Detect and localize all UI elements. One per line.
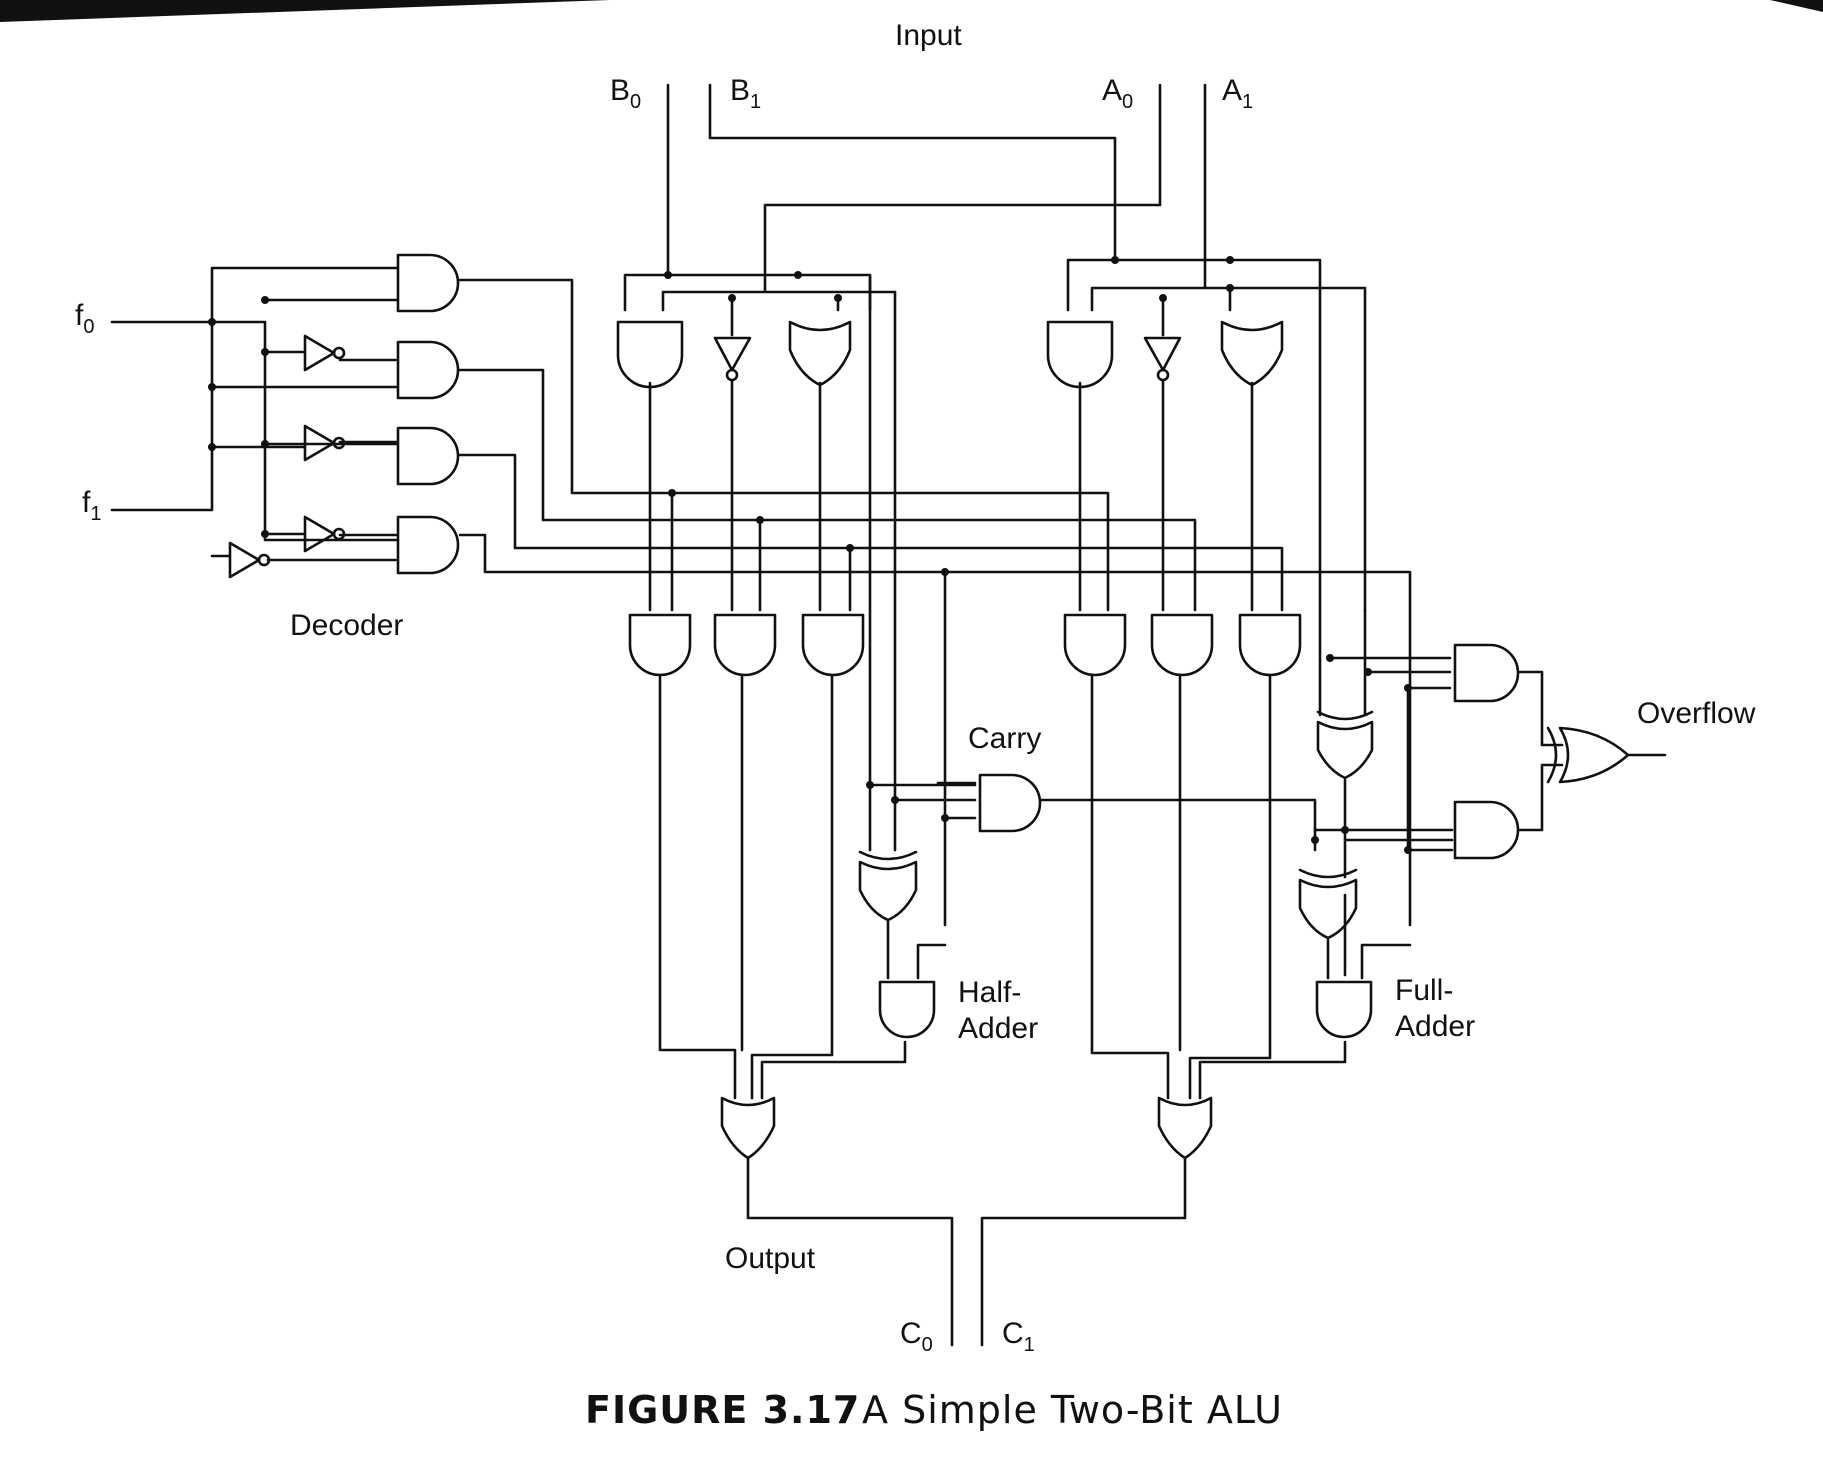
- decoder-not-gate-2: [303, 424, 336, 462]
- logic-gates: [228, 253, 1630, 1160]
- signal-b1-label: B1: [730, 74, 761, 113]
- decoder-not-bubble-2: [332, 436, 346, 450]
- decoder-and-gate-4: [396, 515, 460, 575]
- half-adder-xor-arc: [858, 850, 918, 861]
- half-adder-label-line1: Half-: [958, 976, 1021, 1009]
- half-adder-xor-gate: [858, 860, 918, 922]
- full-adder-xor-arc-2: [1298, 868, 1358, 879]
- decoder-and-gate-3: [396, 426, 460, 486]
- decoder-label: Decoder: [290, 609, 403, 642]
- labels: Input B0 B1 A0 A1 f0 f1 Decoder Carry Ov…: [75, 19, 1756, 1432]
- carry-and-gate: [978, 773, 1042, 833]
- decoder-not-bubble-1: [332, 346, 346, 360]
- half-adder-and-gate: [878, 980, 936, 1039]
- bit1-select-and-gate-3: [1238, 613, 1302, 677]
- full-adder-label-line1: Full-: [1395, 974, 1453, 1007]
- output-or-gate-bit1: [1157, 1096, 1213, 1160]
- bit1-or-gate: [1220, 320, 1284, 387]
- scan-edge-top-right: [1770, 0, 1823, 12]
- overflow-and-gate-2: [1453, 800, 1520, 860]
- signal-b0-label: B0: [610, 74, 641, 113]
- signal-c1-label: C1: [1002, 1317, 1035, 1356]
- output-or-gate-bit0: [720, 1096, 776, 1160]
- signal-f0-label: f0: [75, 299, 94, 338]
- bit1-select-and-gate-2: [1150, 613, 1214, 677]
- full-adder-xor-gate-2: [1298, 878, 1358, 940]
- decoder-not-bubble-4: [257, 553, 271, 567]
- carry-label: Carry: [968, 722, 1041, 755]
- figure-number: FIGURE 3.17: [585, 1388, 860, 1432]
- bit0-select-and-gate-1: [628, 613, 692, 677]
- decoder-not-bubble-3: [332, 527, 346, 541]
- bit1-and-gate: [1046, 320, 1114, 389]
- full-adder-xor-gate-1: [1316, 720, 1374, 780]
- decoder-and-gate-1: [396, 253, 460, 313]
- wires: [110, 83, 1667, 1347]
- scan-edge-top-left: [0, 0, 610, 22]
- full-adder-and-gate: [1315, 980, 1373, 1039]
- bit1-not-bubble: [1156, 368, 1170, 382]
- bit0-select-and-gate-3: [801, 613, 865, 677]
- overflow-and-gate-1: [1453, 643, 1520, 703]
- bit0-not-bubble: [725, 368, 739, 382]
- bit1-select-and-gate-1: [1063, 613, 1127, 677]
- decoder-not-gate-3: [303, 515, 336, 553]
- output-label: Output: [725, 1242, 816, 1275]
- figure-title: A Simple Two-Bit ALU: [862, 1388, 1283, 1432]
- decoder-not-gate-1: [303, 334, 336, 372]
- overflow-or-gate: [1558, 726, 1630, 784]
- full-adder-label-line2: Adder: [1395, 1010, 1475, 1043]
- signal-c0-label: C0: [900, 1317, 933, 1356]
- decoder-not-gate-4: [228, 541, 261, 579]
- bit0-not-gate: [713, 336, 752, 372]
- bit0-and-gate: [616, 320, 684, 389]
- signal-a0-label: A0: [1102, 74, 1133, 113]
- junction-dots: [208, 256, 1412, 854]
- full-adder-xor-arc-1: [1316, 710, 1374, 721]
- half-adder-label-line2: Adder: [958, 1012, 1038, 1045]
- bit0-select-and-gate-2: [713, 613, 777, 677]
- signal-a1-label: A1: [1222, 74, 1253, 113]
- decoder-and-gate-2: [396, 340, 460, 400]
- signal-f1-label: f1: [82, 486, 101, 525]
- input-label: Input: [895, 19, 962, 52]
- bit1-not-gate: [1143, 336, 1182, 372]
- overflow-label: Overflow: [1637, 697, 1756, 730]
- bit0-or-gate: [788, 320, 852, 387]
- overflow-or-arc: [1546, 726, 1558, 784]
